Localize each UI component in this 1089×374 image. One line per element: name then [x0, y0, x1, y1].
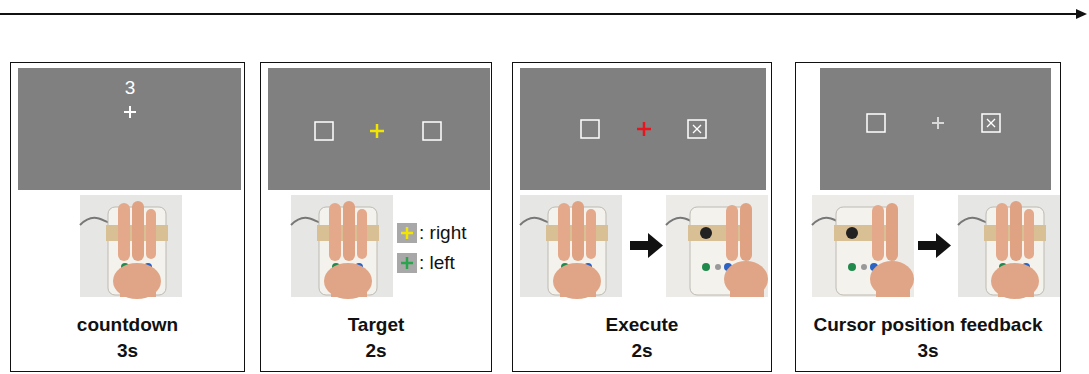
stage-name: Cursor position feedback: [813, 312, 1042, 338]
stage-duration: 3s: [917, 338, 938, 364]
screen: [268, 68, 490, 190]
stage-duration: 2s: [365, 338, 386, 364]
swatch-cross: [406, 257, 409, 269]
fixation-cross: [370, 124, 384, 138]
swatch-cross: [406, 227, 409, 239]
stage-panel: Execute2s: [512, 62, 772, 372]
countdown-number: 3: [120, 78, 140, 98]
stage-duration: 3s: [117, 338, 138, 364]
legend-entry: : right: [397, 222, 467, 244]
swatch-ground: [397, 223, 417, 243]
target-square: [315, 114, 1000, 140]
screen: [18, 68, 241, 190]
stage-panel: Target2s: [260, 62, 492, 372]
hand-photo: [520, 195, 622, 299]
fixation-cross: [932, 117, 944, 129]
hand-photo: [80, 195, 182, 299]
swatch-ground: [397, 253, 417, 273]
hand-photo: [958, 195, 1060, 299]
timeline-axis: [0, 13, 1078, 15]
stage-duration: 2s: [631, 338, 652, 364]
stage-name: countdown: [77, 312, 178, 338]
hand-photo: [812, 195, 914, 297]
timeline-arrowhead: [1076, 9, 1087, 19]
cursor-mark: [693, 119, 995, 133]
legend-text: : right: [419, 222, 467, 244]
legend-swatch: [397, 253, 417, 273]
legend-entry: : left: [397, 252, 455, 274]
fixation-cross: [637, 122, 651, 136]
step-arrow: [630, 233, 951, 258]
stage-panel: countdown3s: [10, 62, 245, 372]
stage-name: Target: [348, 312, 405, 338]
screen: [820, 68, 1051, 190]
hand-photo: [666, 195, 768, 297]
legend-text: : left: [419, 252, 455, 274]
hand-photo: [291, 195, 393, 299]
fixation-cross: [124, 106, 136, 118]
stage-panel: Cursor position feedback3s: [795, 62, 1061, 372]
screen: [520, 68, 766, 190]
legend-swatch: [397, 223, 417, 243]
stage-name: Execute: [606, 312, 679, 338]
